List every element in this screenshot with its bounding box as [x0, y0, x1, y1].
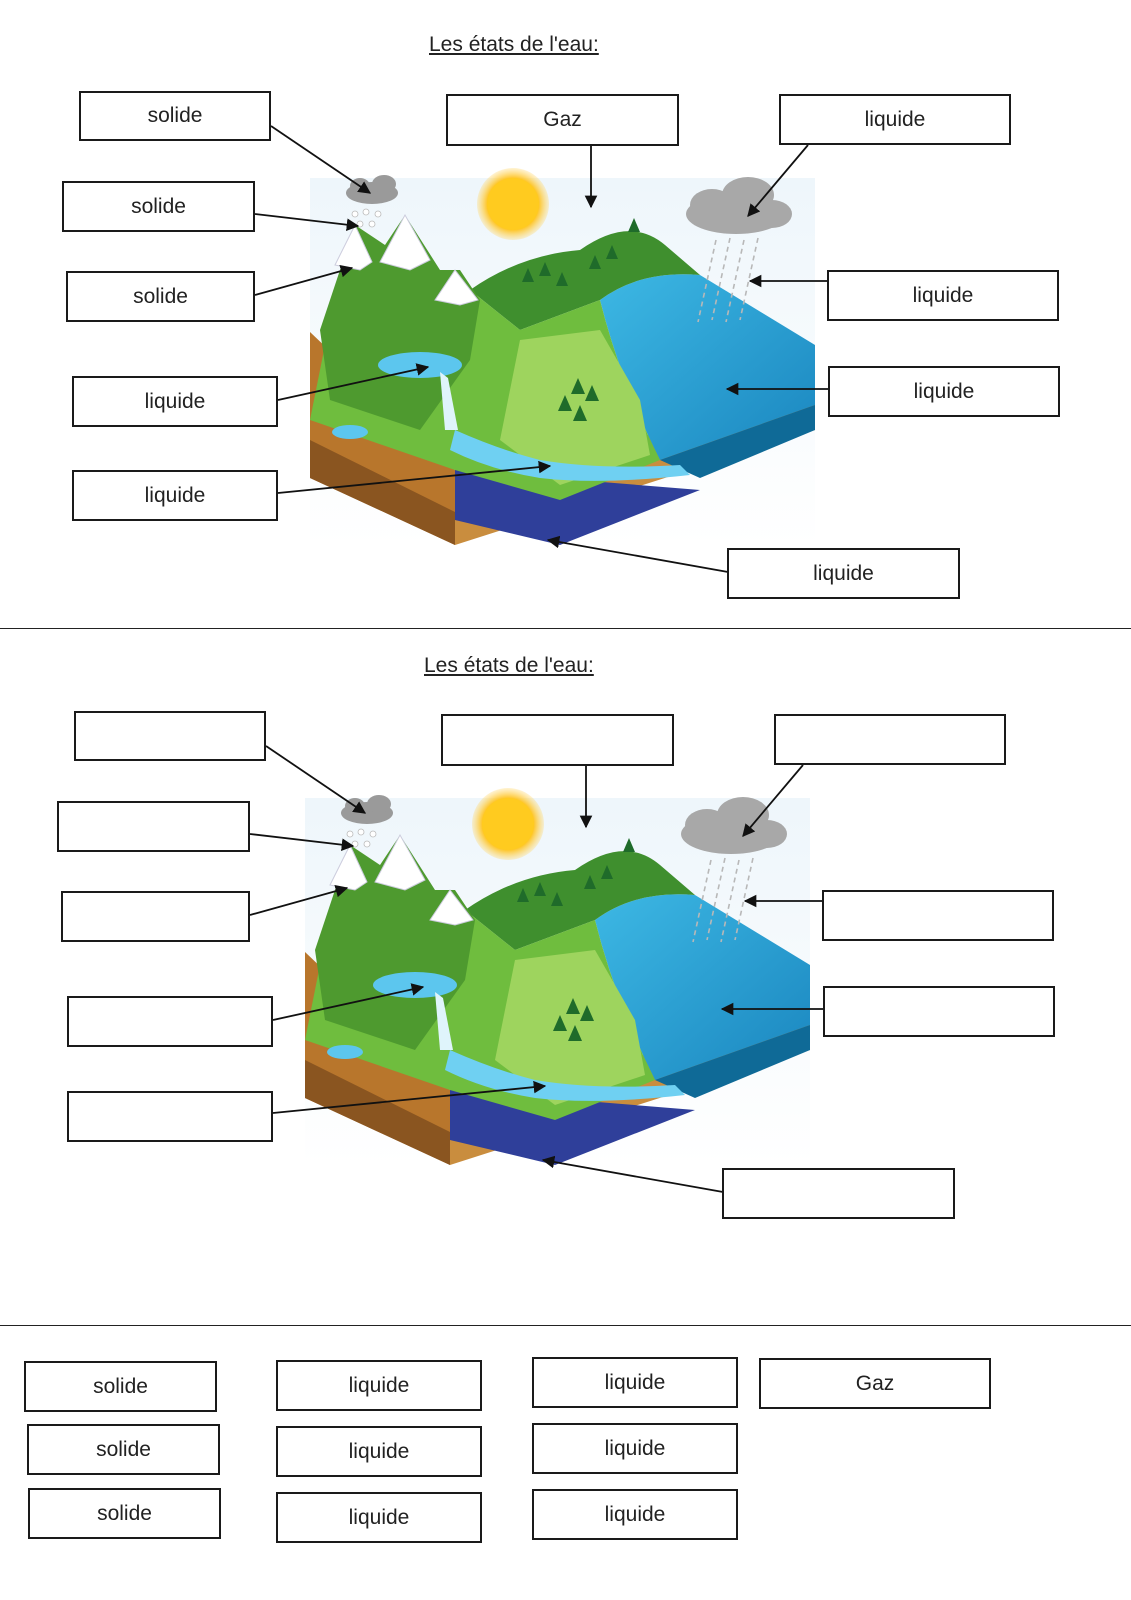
label-river: liquide: [72, 470, 278, 521]
bank-card[interactable]: solide: [28, 1488, 221, 1539]
blank-snow-cloud[interactable]: [74, 711, 266, 761]
blank-rain[interactable]: [822, 890, 1054, 941]
blank-vapor[interactable]: [441, 714, 674, 766]
divider-1: [0, 628, 1131, 629]
bank-card[interactable]: liquide: [276, 1492, 482, 1543]
blank-snowfall[interactable]: [57, 801, 250, 852]
blank-groundwater[interactable]: [722, 1168, 955, 1219]
bank-card[interactable]: Gaz: [759, 1358, 991, 1409]
label-snow-cloud: solide: [79, 91, 271, 141]
bank-card[interactable]: liquide: [532, 1489, 738, 1540]
blank-lake[interactable]: [67, 996, 273, 1047]
bank-card[interactable]: liquide: [276, 1360, 482, 1411]
worksheet-title-top: Les états de l'eau:: [429, 33, 599, 56]
blank-sea[interactable]: [823, 986, 1055, 1037]
label-snow-peak: solide: [66, 271, 255, 322]
bank-card[interactable]: solide: [24, 1361, 217, 1412]
divider-2: [0, 1325, 1131, 1326]
label-rain: liquide: [827, 270, 1059, 321]
bank-card[interactable]: liquide: [532, 1357, 738, 1408]
label-sea: liquide: [828, 366, 1060, 417]
blank-rain-cloud[interactable]: [774, 714, 1006, 765]
arrows-top: [255, 126, 828, 572]
label-snowfall: solide: [62, 181, 255, 232]
blank-snow-peak[interactable]: [61, 891, 250, 942]
label-lake: liquide: [72, 376, 278, 427]
bank-card[interactable]: liquide: [532, 1423, 738, 1474]
arrows-bottom: [250, 746, 823, 1192]
blank-river[interactable]: [67, 1091, 273, 1142]
label-vapor: Gaz: [446, 94, 679, 146]
worksheet-title-bottom: Les états de l'eau:: [424, 654, 594, 677]
label-groundwater: liquide: [727, 548, 960, 599]
bank-card[interactable]: solide: [27, 1424, 220, 1475]
bank-card[interactable]: liquide: [276, 1426, 482, 1477]
label-rain-cloud: liquide: [779, 94, 1011, 145]
